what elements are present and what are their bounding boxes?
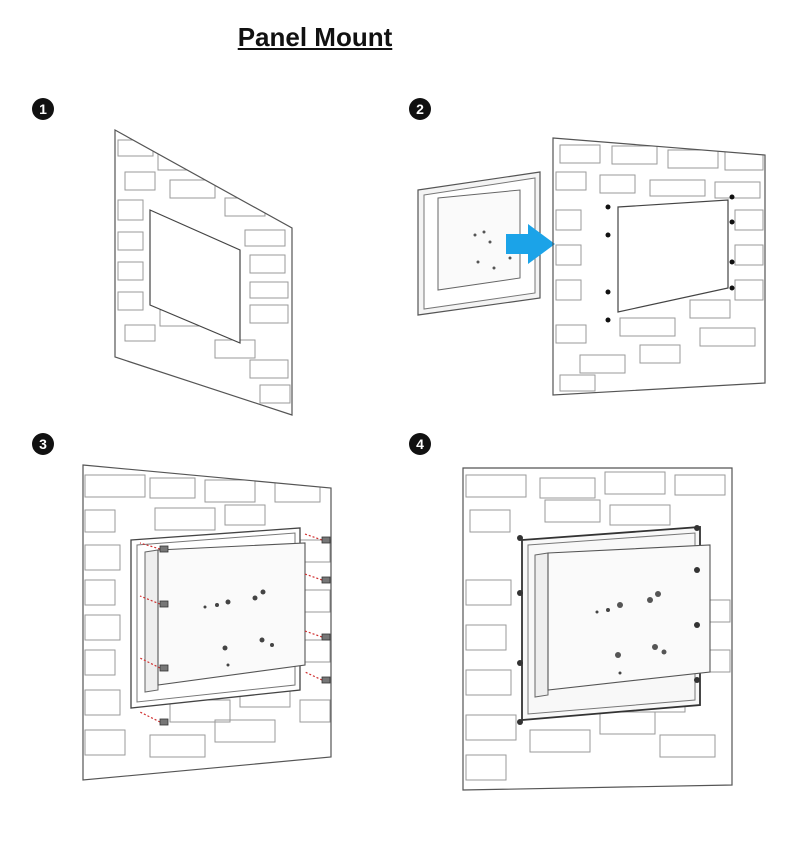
step-3-panel <box>130 527 306 709</box>
step-2-panel <box>417 171 541 316</box>
step-2-badge: 2 <box>409 98 431 120</box>
step-4-panel <box>521 526 711 721</box>
step-3-screws <box>139 533 323 723</box>
step-2-push-arrow <box>506 224 555 264</box>
step-3-badge: 3 <box>32 433 54 455</box>
page-title: Panel Mount <box>237 22 393 52</box>
step-1-badge: 1 <box>32 98 54 120</box>
step-1-wall <box>114 128 293 416</box>
step-3-screw-bodies <box>159 536 331 726</box>
step-4-screw-heads <box>517 525 700 725</box>
step-2-wall <box>552 137 766 396</box>
step-4-badge: 4 <box>409 433 431 455</box>
